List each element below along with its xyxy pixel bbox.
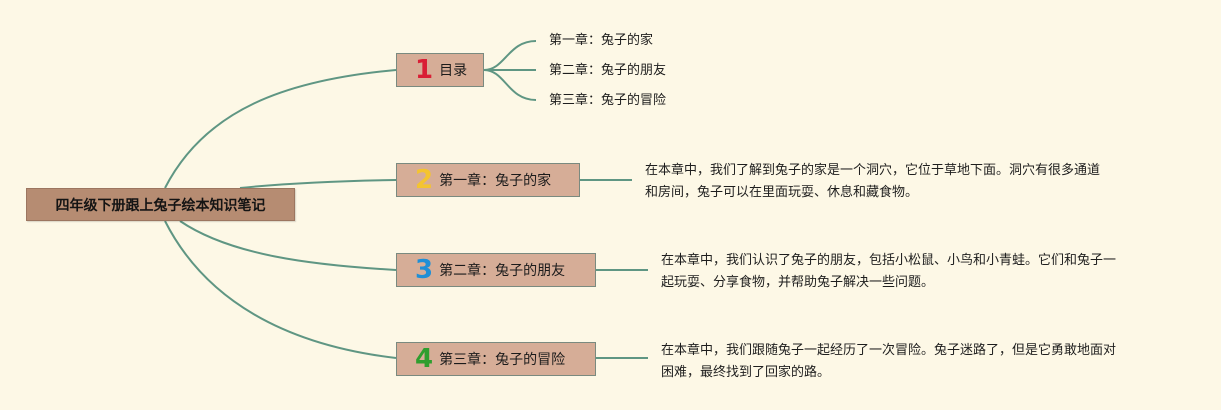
number-3-icon: 3 [415,255,434,285]
chapter-3-description[interactable]: 在本章中，我们跟随兔子一起经历了一次冒险。兔子迷路了，但是它勇敢地面对 困难，最… [661,340,1161,384]
chapter-1-description-line-2: 和房间，兔子可以在里面玩耍、休息和藏食物。 [645,185,919,200]
branch-node-toc[interactable]: 1 目录 [396,53,484,87]
branch-node-chapter-3[interactable]: 4 第三章：兔子的冒险 [396,342,596,376]
branch-label-toc: 目录 [439,63,468,79]
branch-node-chapter-2[interactable]: 3 第二章：兔子的朋友 [396,253,596,287]
chapter-2-description-line-1: 在本章中，我们认识了兔子的朋友，包括小松鼠、小鸟和小青蛙。它们和兔子一 [661,253,1117,268]
connector-root-branch-4 [164,220,397,359]
connector-toc-leaf-1 [483,40,537,71]
chapter-1-description[interactable]: 在本章中，我们了解到兔子的家是一个洞穴，它位于草地下面。洞穴有很多通道 和房间，… [645,160,1145,204]
chapter-3-description-line-2: 困难，最终找到了回家的路。 [661,365,831,380]
toc-leaf-2[interactable]: 第二章：兔子的朋友 [549,63,667,78]
branch-label-chapter-3: 第三章：兔子的冒险 [439,352,566,368]
chapter-2-description-line-2: 起玩耍、分享食物，并帮助兔子解决一些问题。 [661,275,935,290]
connector-root-branch-2 [239,179,397,189]
chapter-1-description-line-1: 在本章中，我们了解到兔子的家是一个洞穴，它位于草地下面。洞穴有很多通道 [645,163,1101,178]
root-label: 四年级下册跟上兔子绘本知识笔记 [55,197,266,214]
connector-toc-leaf-3 [483,69,537,101]
connector-root-branch-1 [164,69,397,189]
number-2-icon: 2 [415,165,434,195]
branch-label-chapter-1: 第一章：兔子的家 [439,173,552,189]
connector-root-branch-3 [179,220,397,271]
root-node[interactable]: 四年级下册跟上兔子绘本知识笔记 [26,188,295,221]
chapter-2-description[interactable]: 在本章中，我们认识了兔子的朋友，包括小松鼠、小鸟和小青蛙。它们和兔子一 起玩耍、… [661,250,1161,294]
chapter-3-description-line-1: 在本章中，我们跟随兔子一起经历了一次冒险。兔子迷路了，但是它勇敢地面对 [661,343,1117,358]
toc-leaf-3[interactable]: 第三章：兔子的冒险 [549,93,667,108]
number-1-icon: 1 [415,55,434,85]
number-4-icon: 4 [415,344,434,374]
branch-node-chapter-1[interactable]: 2 第一章：兔子的家 [396,163,580,197]
branch-label-chapter-2: 第二章：兔子的朋友 [439,263,566,279]
toc-leaf-1[interactable]: 第一章：兔子的家 [549,33,654,48]
